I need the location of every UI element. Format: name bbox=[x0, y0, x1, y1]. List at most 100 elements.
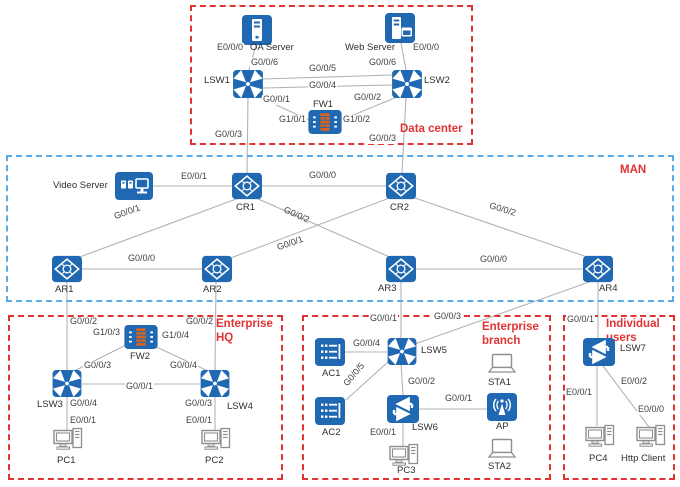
device-cr1 bbox=[232, 172, 262, 200]
region-title-enterprise-branch: Enterprise branch bbox=[482, 321, 539, 348]
region-title-man: MAN bbox=[620, 164, 647, 176]
device-web-server-label: Web Server bbox=[345, 42, 395, 53]
port-ar3-g0-0-1: G0/0/1 bbox=[369, 313, 399, 324]
access-controller-icon bbox=[315, 397, 345, 425]
device-pc2-label: PC2 bbox=[205, 455, 224, 466]
device-fw2 bbox=[124, 325, 158, 349]
port-lsw3-lsw4-g0-0-1: G0/0/1 bbox=[125, 381, 155, 392]
device-fw2-label: FW2 bbox=[130, 351, 151, 362]
device-ar2-label: AR2 bbox=[203, 284, 222, 295]
router-icon bbox=[583, 255, 613, 283]
device-fw1 bbox=[308, 110, 342, 134]
port-lsw1-g0-0-3: G0/0/3 bbox=[214, 129, 244, 140]
port-lsw6-ap-g0-0-1: G0/0/1 bbox=[444, 393, 474, 404]
l3-switch-icon bbox=[200, 370, 230, 397]
port-fw1-g1-0-1: G1/0/1 bbox=[278, 114, 308, 125]
device-pc4-label: PC4 bbox=[589, 453, 608, 464]
port-ac1-g0-0-4: G0/0/4 bbox=[352, 338, 382, 349]
pc-icon bbox=[52, 427, 84, 453]
device-ar3-label: AR3 bbox=[378, 283, 397, 294]
device-sta2-label: STA2 bbox=[488, 461, 512, 472]
link-webserver-lsw2 bbox=[400, 42, 407, 71]
link-lsw1-cr1 bbox=[246, 97, 249, 174]
link-lsw2-cr2 bbox=[401, 97, 407, 174]
pc-icon bbox=[200, 427, 232, 453]
router-icon bbox=[386, 172, 416, 200]
port-lsw7-e0-0-2: E0/0/2 bbox=[620, 376, 649, 387]
port-oa-server-e0-0-0: E0/0/0 bbox=[216, 42, 245, 53]
l3-switch-icon bbox=[233, 70, 263, 98]
port-lsw2-g0-0-2: G0/0/2 bbox=[353, 92, 383, 103]
port-lsw3-g0-0-4: G0/0/4 bbox=[69, 398, 99, 409]
device-pc1 bbox=[52, 427, 84, 453]
link-ar2-lsw4 bbox=[214, 281, 217, 371]
l2-switch-icon bbox=[583, 338, 615, 366]
device-lsw1 bbox=[233, 70, 263, 98]
laptop-icon bbox=[486, 438, 518, 460]
device-video-server-label: Video Server bbox=[53, 180, 108, 191]
port-ar3-ar4-g0-0-0: G0/0/0 bbox=[479, 254, 509, 265]
port-lsw2-g0-0-3: G0/0/3 bbox=[368, 133, 398, 144]
region-title-individual-users: Individual users bbox=[606, 318, 660, 345]
device-ar1 bbox=[52, 255, 82, 283]
device-ar4 bbox=[583, 255, 613, 283]
port-lsw4-g0-0-3: G0/0/3 bbox=[184, 398, 214, 409]
device-web-server bbox=[385, 13, 415, 43]
pc-icon bbox=[635, 424, 667, 450]
port-lsw4-g0-0-4: G0/0/4 bbox=[169, 360, 199, 371]
device-http-client bbox=[635, 424, 667, 450]
port-ar1-ar2-g0-0-0: G0/0/0 bbox=[127, 253, 157, 264]
device-ar4-label: AR4 bbox=[599, 283, 618, 294]
device-lsw7-label: LSW7 bbox=[620, 343, 646, 354]
port-lsw2-g0-0-6: G0/0/6 bbox=[368, 57, 398, 68]
device-lsw5-label: LSW5 bbox=[421, 345, 447, 356]
router-icon bbox=[386, 255, 416, 283]
router-icon bbox=[202, 255, 232, 283]
device-lsw7 bbox=[583, 338, 615, 366]
device-lsw6-label: LSW6 bbox=[412, 422, 438, 433]
device-pc2 bbox=[200, 427, 232, 453]
device-lsw4 bbox=[200, 370, 230, 397]
device-sta1-label: STA1 bbox=[488, 377, 512, 388]
link-cr1-ar3 bbox=[255, 197, 393, 259]
port-fw1-g1-0-2: G1/0/2 bbox=[342, 114, 372, 125]
port-lsw1-lsw2-g0-0-5: G0/0/5 bbox=[308, 63, 338, 74]
port-lsw5-lsw6-g0-0-2: G0/0/2 bbox=[407, 376, 437, 387]
port-lsw1-lsw2-g0-0-4: G0/0/4 bbox=[308, 80, 338, 91]
device-oa-server-label: OA Server bbox=[250, 42, 294, 53]
device-sta2 bbox=[486, 438, 518, 460]
port-fw2-g1-0-4: G1/0/4 bbox=[161, 330, 191, 341]
device-lsw3-label: LSW3 bbox=[37, 399, 63, 410]
router-icon bbox=[232, 172, 262, 200]
port-ar2-g0-0-2: G0/0/2 bbox=[185, 316, 215, 327]
device-ac2 bbox=[315, 397, 345, 425]
device-lsw1-label: LSW1 bbox=[204, 75, 230, 86]
device-ar3 bbox=[386, 255, 416, 283]
device-ac1 bbox=[315, 338, 345, 366]
port-lsw1-g0-0-1: G0/0/1 bbox=[262, 94, 292, 105]
port-pc1-e0-0-1: E0/0/1 bbox=[69, 415, 98, 426]
device-lsw6 bbox=[387, 395, 419, 423]
link-lsw5-lsw6 bbox=[400, 361, 404, 397]
port-ar1-g0-0-2: G0/0/2 bbox=[69, 316, 99, 327]
device-cr1-label: CR1 bbox=[236, 202, 256, 213]
access-point-icon bbox=[487, 393, 517, 421]
l3-switch-icon bbox=[392, 70, 422, 98]
device-lsw3 bbox=[52, 370, 82, 397]
l3-switch-icon bbox=[52, 370, 82, 397]
device-oa-server bbox=[242, 15, 272, 45]
device-ar2 bbox=[202, 255, 232, 283]
laptop-icon bbox=[486, 353, 518, 375]
device-ap-label: AP bbox=[496, 421, 509, 432]
l2-switch-icon bbox=[387, 395, 419, 423]
link-cr1-ar1 bbox=[76, 197, 240, 259]
link-cr2-ar4 bbox=[411, 196, 591, 259]
device-ar1-label: AR1 bbox=[55, 284, 74, 295]
device-lsw5 bbox=[387, 338, 417, 365]
port-cr1-cr2-g0-0-0: G0/0/0 bbox=[308, 170, 338, 181]
port-pc3-e0-0-1: E0/0/1 bbox=[369, 427, 398, 438]
server-icon bbox=[242, 15, 272, 45]
link-lsw4-fw2 bbox=[149, 343, 209, 372]
region-title-enterprise-hq: Enterprise HQ bbox=[216, 318, 273, 345]
